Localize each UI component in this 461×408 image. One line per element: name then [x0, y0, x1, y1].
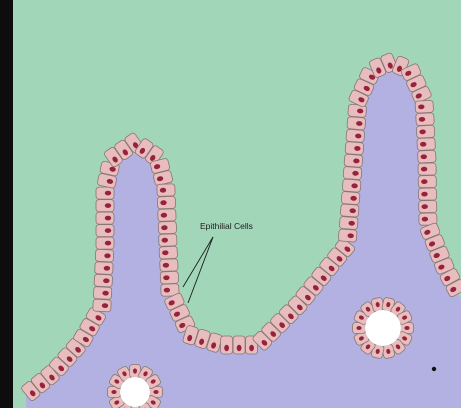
- epithelial-cell: [96, 200, 114, 212]
- epithelial-cell: [346, 129, 365, 142]
- cell-nucleus: [105, 191, 111, 196]
- epithelial-cell: [95, 262, 114, 275]
- epithelial-cell: [347, 117, 366, 130]
- epithelial-cell: [418, 150, 437, 163]
- epithelial-cell: [157, 184, 175, 197]
- cell-nucleus: [105, 228, 111, 233]
- epithelial-cell: [94, 274, 113, 287]
- epithelial-cell: [341, 191, 360, 204]
- epithelial-cell: [158, 209, 176, 222]
- epithelial-cell: [96, 237, 114, 249]
- epithelial-cell: [233, 336, 245, 354]
- debris-dot: [432, 367, 436, 371]
- epithelial-cell: [419, 200, 437, 212]
- epithelial-cell: [160, 271, 178, 284]
- epithelial-cell: [93, 299, 112, 312]
- epithelial-cells-label: Epithilial Cells: [200, 221, 253, 231]
- vessel-lumen: [120, 377, 150, 407]
- epithelial-cell: [96, 187, 114, 199]
- cell-nucleus: [133, 368, 137, 373]
- epithelial-cell: [418, 175, 436, 187]
- cell-nucleus: [105, 203, 111, 208]
- cell-nucleus: [111, 390, 116, 394]
- epithelial-cell: [96, 225, 114, 237]
- epithelial-cell: [415, 100, 434, 113]
- epithelial-cell: [344, 154, 363, 167]
- epithelial-cell: [96, 212, 114, 224]
- vessel-lumen: [365, 310, 401, 346]
- epithelial-cell: [338, 229, 357, 242]
- epithelial-cell: [416, 125, 435, 138]
- epithelial-cell: [159, 234, 177, 247]
- epithelial-cell: [339, 216, 358, 229]
- epithelial-cell: [418, 188, 436, 200]
- epithelial-cell: [157, 196, 175, 209]
- cell-nucleus: [105, 241, 111, 246]
- cell-nucleus: [153, 390, 158, 394]
- epithelial-cell: [342, 179, 361, 192]
- epithelial-cell: [417, 138, 436, 151]
- epithelial-cell: [416, 113, 435, 126]
- epithelial-cell: [418, 163, 436, 175]
- cell-nucleus: [105, 216, 111, 221]
- epithelial-cell: [158, 221, 176, 234]
- cell-nucleus: [249, 345, 254, 351]
- blood-vessel: [353, 297, 414, 359]
- cell-nucleus: [356, 326, 361, 330]
- cell-nucleus: [224, 345, 229, 351]
- epithelial-cell: [160, 259, 178, 272]
- epithelial-cell: [340, 204, 359, 217]
- epithelial-cell: [221, 336, 233, 354]
- cell-nucleus: [237, 345, 242, 351]
- cell-nucleus: [404, 326, 409, 330]
- epithelial-cell: [345, 142, 364, 155]
- epithelial-cell: [95, 249, 114, 262]
- epithelial-cell: [93, 287, 112, 300]
- epithelial-cell: [159, 246, 177, 259]
- epithelial-cell: [343, 166, 362, 179]
